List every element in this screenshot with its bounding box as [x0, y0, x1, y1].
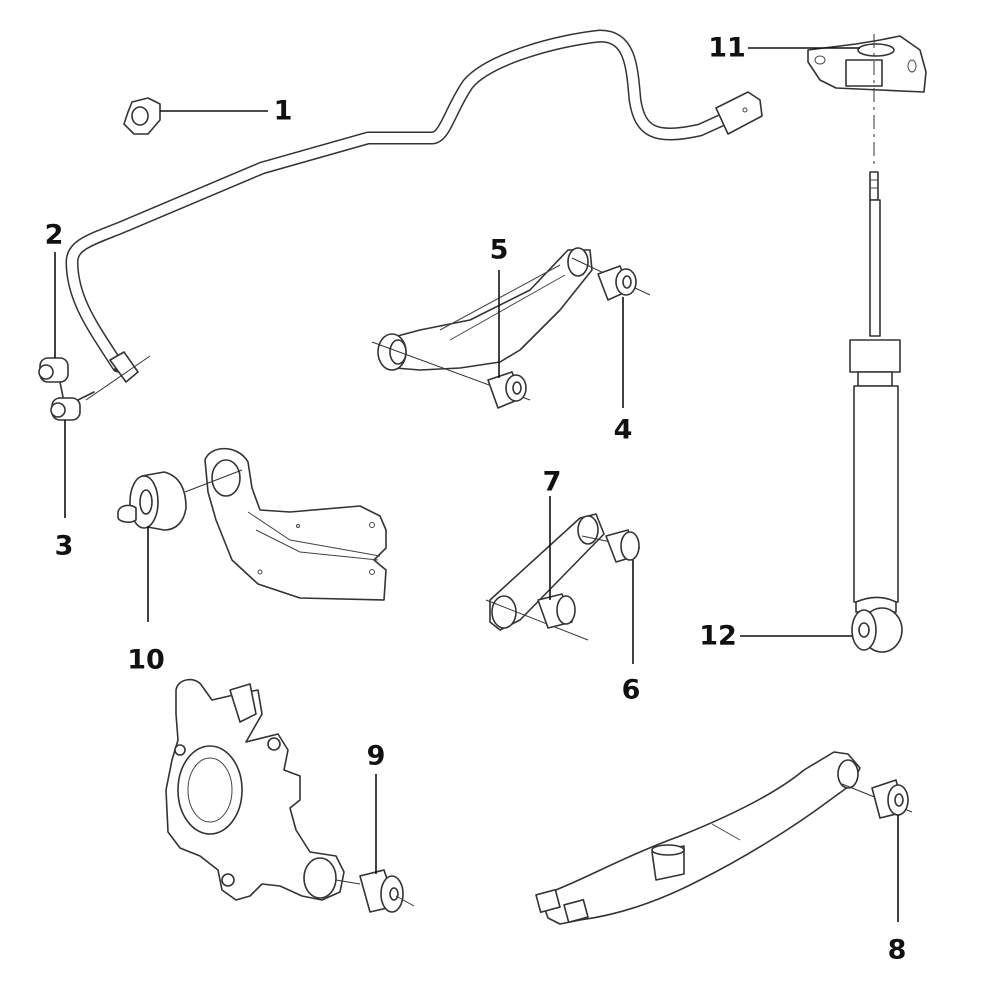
bushing-4 — [597, 265, 637, 301]
callout-7: 7 — [542, 466, 562, 498]
bushing-8 — [871, 779, 909, 819]
callout-5: 5 — [489, 234, 509, 266]
bushing-9 — [359, 869, 415, 913]
leader-lines — [54, 47, 899, 922]
bushing-7 — [537, 593, 576, 629]
callout-9: 9 — [366, 740, 386, 772]
callout-1: 1 — [273, 95, 293, 127]
stabilizer-bar — [65, 29, 763, 401]
callout-3: 3 — [54, 530, 74, 562]
shock-top-mount — [807, 34, 927, 168]
lower-control-arm — [535, 751, 913, 925]
trailing-arm — [184, 447, 387, 601]
stabilizer-bushing — [123, 97, 161, 135]
callout-4: 4 — [613, 414, 633, 446]
bushing-6 — [605, 529, 640, 563]
lateral-link — [485, 513, 641, 641]
callout-12: 12 — [699, 620, 737, 652]
bushing-5 — [487, 371, 527, 409]
callout-11: 11 — [708, 32, 746, 64]
bushing-10 — [117, 471, 187, 531]
callout-2: 2 — [44, 219, 64, 251]
knuckle — [165, 678, 361, 901]
callout-8: 8 — [887, 934, 907, 966]
stabilizer-end-link — [38, 357, 95, 421]
shock-absorber — [849, 171, 903, 653]
callout-6: 6 — [621, 674, 641, 706]
callout-10: 10 — [127, 644, 165, 676]
